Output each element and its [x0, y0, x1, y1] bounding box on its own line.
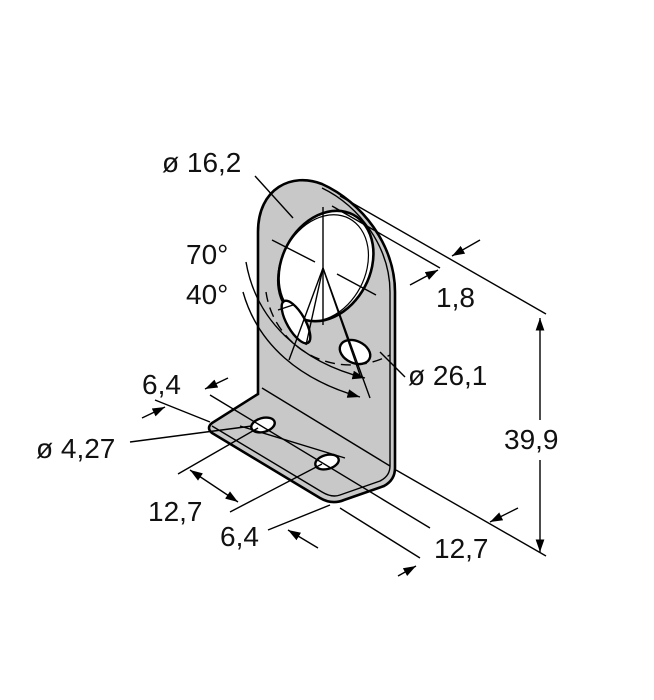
foot-hole-diameter-label: ø 4,27	[36, 433, 115, 464]
hole-spacing-label: 12,7	[148, 496, 203, 527]
bolt-circle-label: ø 26,1	[408, 360, 487, 391]
foot-front-offset-label: 6,4	[220, 521, 259, 552]
bore-diameter-label: ø 16,2	[162, 147, 241, 178]
angle-70-label: 70°	[186, 239, 228, 270]
thickness-label: 1,8	[436, 282, 475, 313]
height-label: 39,9	[504, 424, 559, 455]
dimension-lines	[129, 175, 547, 577]
width-label: 12,7	[434, 533, 489, 564]
angle-40-label: 40°	[186, 279, 228, 310]
slot-holes	[280, 299, 372, 366]
foot-edge-offset-label: 6,4	[142, 369, 181, 400]
